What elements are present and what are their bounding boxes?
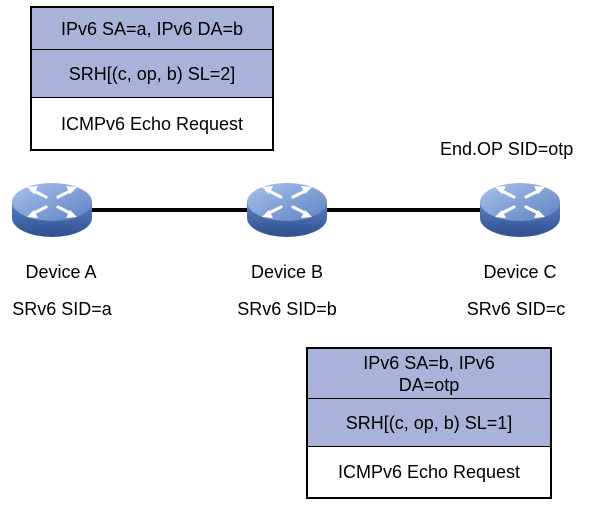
device-a-sid: SRv6 SID=a [12, 299, 112, 319]
ipv6-header-cell: IPv6 SA=a, IPv6 DA=b [32, 8, 272, 50]
packet-stack-1: IPv6 SA=a, IPv6 DA=b SRH[(c, op, b) SL=2… [30, 6, 274, 151]
packet-stack-2: IPv6 SA=b, IPv6 DA=otp SRH[(c, op, b) SL… [306, 347, 552, 499]
router-icon [12, 183, 92, 237]
device-c-endop-sid: End.OP SID=otp [440, 139, 574, 159]
device-c-sid: SRv6 SID=c [466, 299, 566, 319]
ipv6-header-cell: IPv6 SA=b, IPv6 DA=otp [308, 349, 550, 399]
device-b-sid: SRv6 SID=b [237, 299, 337, 319]
router-icon [247, 183, 327, 237]
payload-cell: ICMPv6 Echo Request [337, 462, 521, 482]
srh-cell: SRH[(c, op, b) SL=1] [308, 399, 550, 447]
device-c-name: Device C [483, 262, 557, 282]
device-a-name: Device A [25, 262, 97, 282]
device-b-name: Device B [250, 262, 324, 282]
payload-cell: ICMPv6 Echo Request [60, 113, 244, 134]
router-icon [480, 183, 560, 237]
srh-cell: SRH[(c, op, b) SL=2] [32, 50, 272, 98]
